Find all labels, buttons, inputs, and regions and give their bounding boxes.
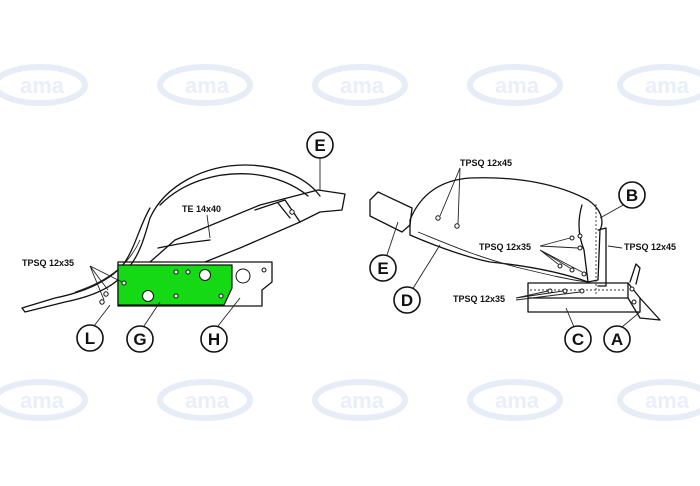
watermark-text: ama xyxy=(185,388,230,413)
upper-arm xyxy=(149,189,346,263)
label-tpsq-12x35-low: TPSQ 12x35 xyxy=(453,294,505,304)
callout-e-right: E xyxy=(377,259,388,278)
leader-c xyxy=(565,307,575,328)
plate-hole xyxy=(629,286,635,292)
right-assembly: TPSQ 12x45 TPSQ 12x35 TPSQ 12x45 TPSQ 12… xyxy=(369,158,676,353)
watermark-logo: ama xyxy=(0,64,88,106)
watermark-logo: ama xyxy=(312,379,408,421)
leader-tpsq-low xyxy=(515,290,581,301)
callout-d: D xyxy=(401,291,413,310)
leader-tpsq-mid xyxy=(539,237,583,273)
tine-hole xyxy=(99,299,105,305)
callout-circle-e xyxy=(306,131,334,159)
watermark-logo: ama xyxy=(467,64,563,106)
plate-hole-large xyxy=(235,268,251,284)
watermark-logo: ama xyxy=(467,379,563,421)
leader-tpsq-left xyxy=(89,265,123,301)
callout-h: H xyxy=(208,330,220,349)
plate-hole-small xyxy=(261,267,267,273)
callout-g: G xyxy=(133,330,146,349)
bar-e xyxy=(369,191,413,233)
strut-hole xyxy=(569,235,575,241)
callout-circle-b xyxy=(618,181,646,209)
strut-hole xyxy=(557,263,563,269)
watermark-logo: ama xyxy=(617,64,700,106)
callout-circle-a xyxy=(603,325,631,353)
arm-hole xyxy=(289,209,295,215)
label-tpsq-12x45-top: TPSQ 12x45 xyxy=(460,158,512,168)
shield-wing xyxy=(127,164,321,269)
green-hole-large xyxy=(142,290,154,302)
label-tpsq-12x35-left: TPSQ 12x35 xyxy=(22,258,74,268)
green-hole-small xyxy=(218,293,224,299)
watermark-logo: ama xyxy=(157,379,253,421)
watermark-text: ama xyxy=(185,73,230,98)
callout-l: L xyxy=(85,329,95,348)
callout-circle-d xyxy=(393,286,421,314)
point-a xyxy=(627,263,661,321)
watermark-text: ama xyxy=(340,388,385,413)
callout-circle-c xyxy=(564,325,592,353)
watermark-text: ama xyxy=(645,73,690,98)
strut-hole xyxy=(581,271,587,277)
leader-tpsq-top xyxy=(439,167,461,225)
label-tpsq-12x35-mid: TPSQ 12x35 xyxy=(479,242,531,252)
green-hole-large xyxy=(199,269,211,281)
leader-g xyxy=(143,301,161,327)
leader-e-right xyxy=(385,221,399,259)
arm-bracket xyxy=(157,199,301,249)
watermark-logo: ama xyxy=(312,64,408,106)
base-plate-h xyxy=(117,261,273,307)
leader-a xyxy=(621,311,641,328)
tine-hole xyxy=(103,291,109,297)
strut-hole xyxy=(577,245,583,251)
watermark-text: ama xyxy=(495,388,540,413)
leader-te xyxy=(206,214,211,239)
plate-hole xyxy=(579,288,585,294)
callout-b: B xyxy=(626,186,638,205)
label-tpsq-12x45-right: TPSQ 12x45 xyxy=(624,242,676,252)
callout-a: A xyxy=(611,330,623,349)
shield-hole xyxy=(435,215,441,221)
plate-hole xyxy=(631,299,637,305)
leader-l xyxy=(93,304,111,327)
watermark-text: ama xyxy=(495,73,540,98)
watermark-text: ama xyxy=(340,73,385,98)
watermark-logos: ama ama ama ama ama ama ama ama xyxy=(0,64,700,421)
callout-circle-l xyxy=(76,324,104,352)
shield-body xyxy=(409,177,603,283)
strut-hole xyxy=(569,267,575,273)
watermark-logo: ama xyxy=(617,379,700,421)
callout-circle-e-right xyxy=(369,254,397,282)
watermark-logo: ama xyxy=(157,64,253,106)
watermark-text: ama xyxy=(20,73,65,98)
base-plate-c xyxy=(527,282,641,313)
shield-hole xyxy=(454,223,460,229)
watermark-text: ama xyxy=(645,388,690,413)
green-hole-small xyxy=(173,269,179,275)
callout-circle-h xyxy=(200,325,228,353)
leader-tpsq-right xyxy=(607,245,623,249)
callout-circle-g xyxy=(126,325,154,353)
callout-e: E xyxy=(314,136,325,155)
leader-d xyxy=(411,244,441,291)
leader-h xyxy=(217,297,241,327)
green-hole-small xyxy=(185,269,191,275)
callout-c: C xyxy=(572,330,584,349)
shield-inner-line xyxy=(417,231,589,283)
label-te-14x40: TE 14x40 xyxy=(182,204,221,214)
watermark-text: ama xyxy=(20,388,65,413)
leader-b xyxy=(599,203,626,219)
plate-hole xyxy=(562,288,568,294)
green-hole-small xyxy=(121,280,127,286)
strut-hole xyxy=(577,233,583,239)
left-assembly: TE 14x40 TPSQ 12x35 E L G H xyxy=(21,131,346,353)
green-hole-small xyxy=(173,293,179,299)
watermark-logo: ama xyxy=(0,379,88,421)
